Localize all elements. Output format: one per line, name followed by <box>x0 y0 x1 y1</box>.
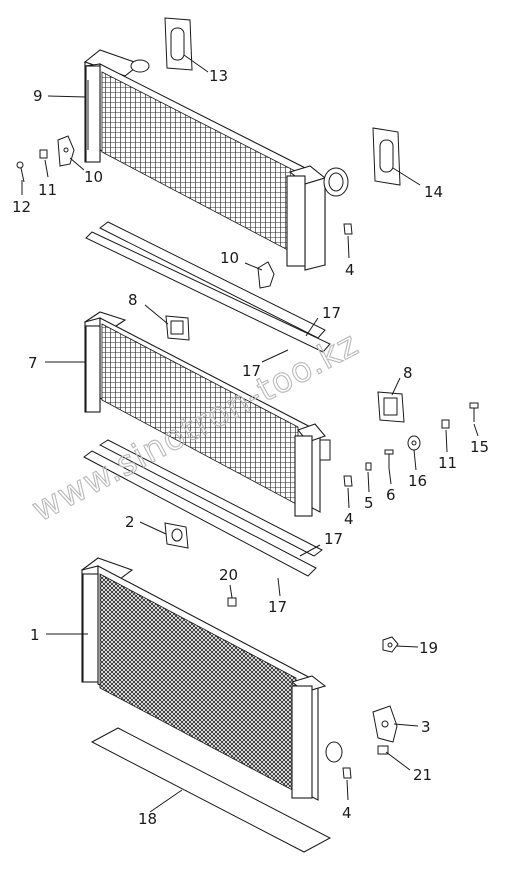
callout-16: 16 <box>408 472 427 490</box>
callout-3: 3 <box>421 718 431 736</box>
callout-2: 2 <box>125 513 135 531</box>
nut-11-upper <box>39 149 48 159</box>
callout-10: 10 <box>84 168 103 186</box>
callout-6: 6 <box>386 486 396 504</box>
callout-11: 11 <box>38 181 57 199</box>
screw-5 <box>365 462 372 471</box>
callout-19: 19 <box>419 639 438 657</box>
callout-13: 13 <box>209 67 228 85</box>
bracket-10-upper <box>57 135 75 167</box>
oil-cooler-7 <box>83 311 331 517</box>
callout-21: 21 <box>413 766 432 784</box>
leader-lines <box>21 54 479 813</box>
callout-17: 17 <box>324 530 343 548</box>
nut-4-lower <box>342 767 352 779</box>
callout-14: 14 <box>424 183 443 201</box>
callout-8: 8 <box>403 364 413 382</box>
gasket-8-b <box>377 391 405 423</box>
gasket-8-a <box>165 315 190 341</box>
washer-16 <box>407 435 421 451</box>
callout-17: 17 <box>242 362 261 380</box>
callout-labels: 13 9 11 10 12 14 10 4 8 17 7 17 8 15 11 … <box>12 67 489 828</box>
charge-air-cooler-9 <box>83 49 349 271</box>
callout-7: 7 <box>28 354 38 372</box>
gasket-13 <box>164 17 193 71</box>
gasket-14 <box>372 127 401 186</box>
nut-11-middle <box>441 419 450 429</box>
callout-12: 12 <box>12 198 31 216</box>
bracket-10-lower <box>257 261 275 289</box>
nut-4-upper <box>343 223 353 235</box>
callout-4: 4 <box>344 510 354 528</box>
callout-18: 18 <box>138 810 157 828</box>
nut-19 <box>382 636 399 653</box>
nut-4-middle <box>343 475 353 487</box>
radiator-1 <box>80 557 343 801</box>
strip-17-upper <box>85 221 331 353</box>
callout-17: 17 <box>268 598 287 616</box>
screw-12 <box>16 161 25 183</box>
callout-5: 5 <box>364 494 374 512</box>
callout-11: 11 <box>438 454 457 472</box>
gasket-2 <box>164 522 189 549</box>
pad-18 <box>90 727 332 853</box>
bolt-6 <box>384 449 394 468</box>
callout-17: 17 <box>322 304 341 322</box>
bracket-3 <box>372 705 398 743</box>
strip-17-lower <box>83 439 323 577</box>
spacer-20 <box>227 597 237 607</box>
callout-9: 9 <box>33 87 43 105</box>
callout-10: 10 <box>220 249 239 267</box>
callout-1: 1 <box>30 626 40 644</box>
callout-15: 15 <box>470 438 489 456</box>
callout-4: 4 <box>342 804 352 822</box>
callout-20: 20 <box>219 566 238 584</box>
bolt-15 <box>469 402 479 422</box>
callout-8: 8 <box>128 291 138 309</box>
callout-4: 4 <box>345 261 355 279</box>
